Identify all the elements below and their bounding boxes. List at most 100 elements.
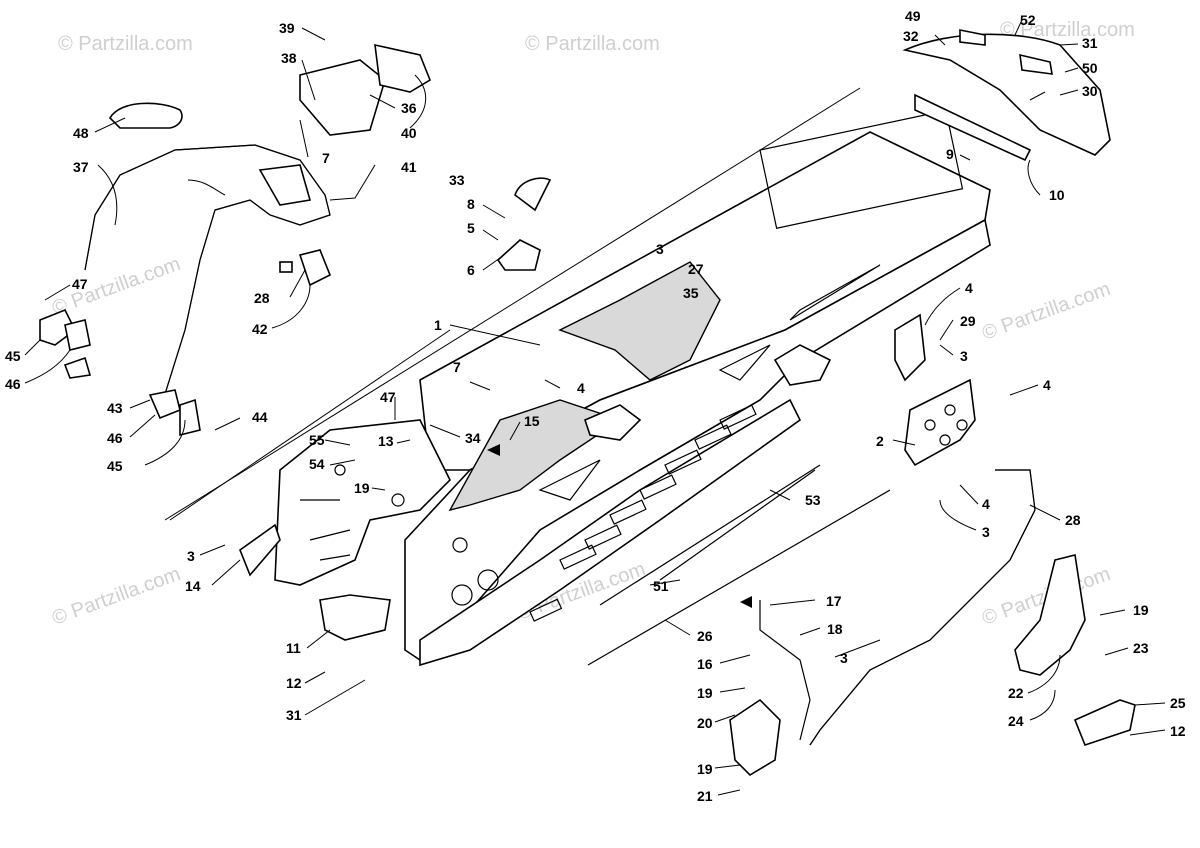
callout-layer: 39 38 36 40 48 37 7 41 33 8 5 6 3 27 35 … (5, 8, 1186, 804)
part-11-footrest (319, 594, 391, 641)
callout-37: 37 (73, 159, 89, 175)
callout-41: 41 (401, 159, 417, 175)
callout-44: 44 (252, 409, 268, 425)
watermark: © Partzilla.com (1000, 19, 1135, 41)
callout-25: 25 (1170, 695, 1186, 711)
callout-47: 47 (380, 389, 396, 405)
callout-19: 19 (697, 685, 713, 701)
center-bracket (584, 404, 642, 441)
deck-panel (759, 109, 964, 229)
tunnel-pad-34 (448, 399, 622, 512)
callout-36: 36 (401, 100, 417, 116)
callout-49: 49 (905, 8, 921, 24)
callout-5: 5 (467, 220, 475, 236)
callout-7: 7 (322, 150, 330, 166)
callout-14: 14 (185, 578, 201, 594)
callout-28: 28 (1065, 512, 1081, 528)
callout-12: 12 (1170, 723, 1186, 739)
callout-4: 4 (982, 496, 990, 512)
running-board-slots (559, 404, 757, 570)
callout-43: 43 (107, 400, 123, 416)
part-40-bracket (374, 43, 431, 93)
watermark: © Partzilla.com (979, 278, 1113, 345)
callout-50: 50 (1082, 60, 1098, 76)
part-22-plate (1014, 554, 1086, 676)
callout-12: 12 (286, 675, 302, 691)
callout-46: 46 (107, 430, 123, 446)
callout-19: 19 (354, 480, 370, 496)
callout-3: 3 (840, 650, 848, 666)
callout-2: 2 (876, 433, 884, 449)
part-38-plate (299, 59, 386, 136)
part-6-bracket (496, 239, 541, 271)
callout-48: 48 (73, 125, 89, 141)
callout-3: 3 (187, 548, 195, 564)
part-49 (959, 29, 986, 46)
callout-22: 22 (1008, 685, 1024, 701)
part-46b-bracket (148, 389, 181, 420)
boundary-line (164, 87, 861, 521)
callout-33: 33 (449, 172, 465, 188)
callout-31: 31 (1082, 35, 1098, 51)
callout-55: 55 (309, 432, 325, 448)
callout-18: 18 (827, 621, 843, 637)
part-2-bracket (904, 378, 976, 467)
rail-26 (587, 489, 891, 666)
hoop-grid (258, 164, 312, 206)
callout-7: 7 (453, 359, 461, 375)
callout-10: 10 (1049, 187, 1065, 203)
callout-1: 1 (434, 317, 442, 333)
callout-54: 54 (309, 456, 325, 472)
callout-42: 42 (252, 321, 268, 337)
callout-19: 19 (1133, 602, 1149, 618)
callout-24: 24 (1008, 713, 1024, 729)
callout-31: 31 (286, 707, 302, 723)
callout-8: 8 (467, 196, 475, 212)
running-board (419, 398, 802, 667)
part-17-bracket (759, 600, 811, 741)
callout-34: 34 (465, 430, 481, 446)
callout-15: 15 (524, 413, 540, 429)
callout-21: 21 (697, 788, 713, 804)
part-28-clip (279, 261, 293, 273)
callout-6: 6 (467, 262, 475, 278)
callout-29: 29 (960, 313, 976, 329)
watermark: © Partzilla.com (49, 253, 183, 320)
part-33-cap (514, 177, 552, 212)
callout-19: 19 (697, 761, 713, 777)
part-42-bracket (298, 249, 332, 287)
boundary-line (169, 329, 451, 521)
callout-17: 17 (826, 593, 842, 609)
callout-26: 26 (697, 628, 713, 644)
callout-53: 53 (805, 492, 821, 508)
rail-51 (599, 464, 821, 606)
callout-23: 23 (1133, 640, 1149, 656)
front-frame-body (274, 419, 451, 586)
callout-3: 3 (960, 348, 968, 364)
part-45-bracket (39, 308, 77, 346)
callout-47: 47 (72, 276, 88, 292)
part-20-guard (729, 698, 781, 777)
reference-arrow-icon (740, 596, 752, 608)
watermark: © Partzilla.com (49, 563, 183, 630)
callout-13: 13 (378, 433, 394, 449)
part-29-bracket (894, 313, 926, 382)
callout-40: 40 (401, 125, 417, 141)
watermark: © Partzilla.com (58, 33, 193, 55)
tunnel-pad-35 (558, 261, 721, 381)
callout-51: 51 (653, 578, 669, 594)
callout-27: 27 (688, 261, 704, 277)
callout-45: 45 (107, 458, 123, 474)
reference-arrow-icon (487, 444, 500, 456)
callout-38: 38 (281, 50, 297, 66)
part-14-plate (239, 523, 281, 577)
part-25-footrest (1073, 699, 1136, 746)
callout-39: 39 (279, 20, 295, 36)
rear-plate-10 (914, 93, 1032, 162)
callout-35: 35 (683, 285, 699, 301)
callout-4: 4 (965, 280, 973, 296)
callout-28: 28 (254, 290, 270, 306)
rear-bumper-30 (902, 33, 1111, 156)
callout-46: 46 (5, 376, 21, 392)
